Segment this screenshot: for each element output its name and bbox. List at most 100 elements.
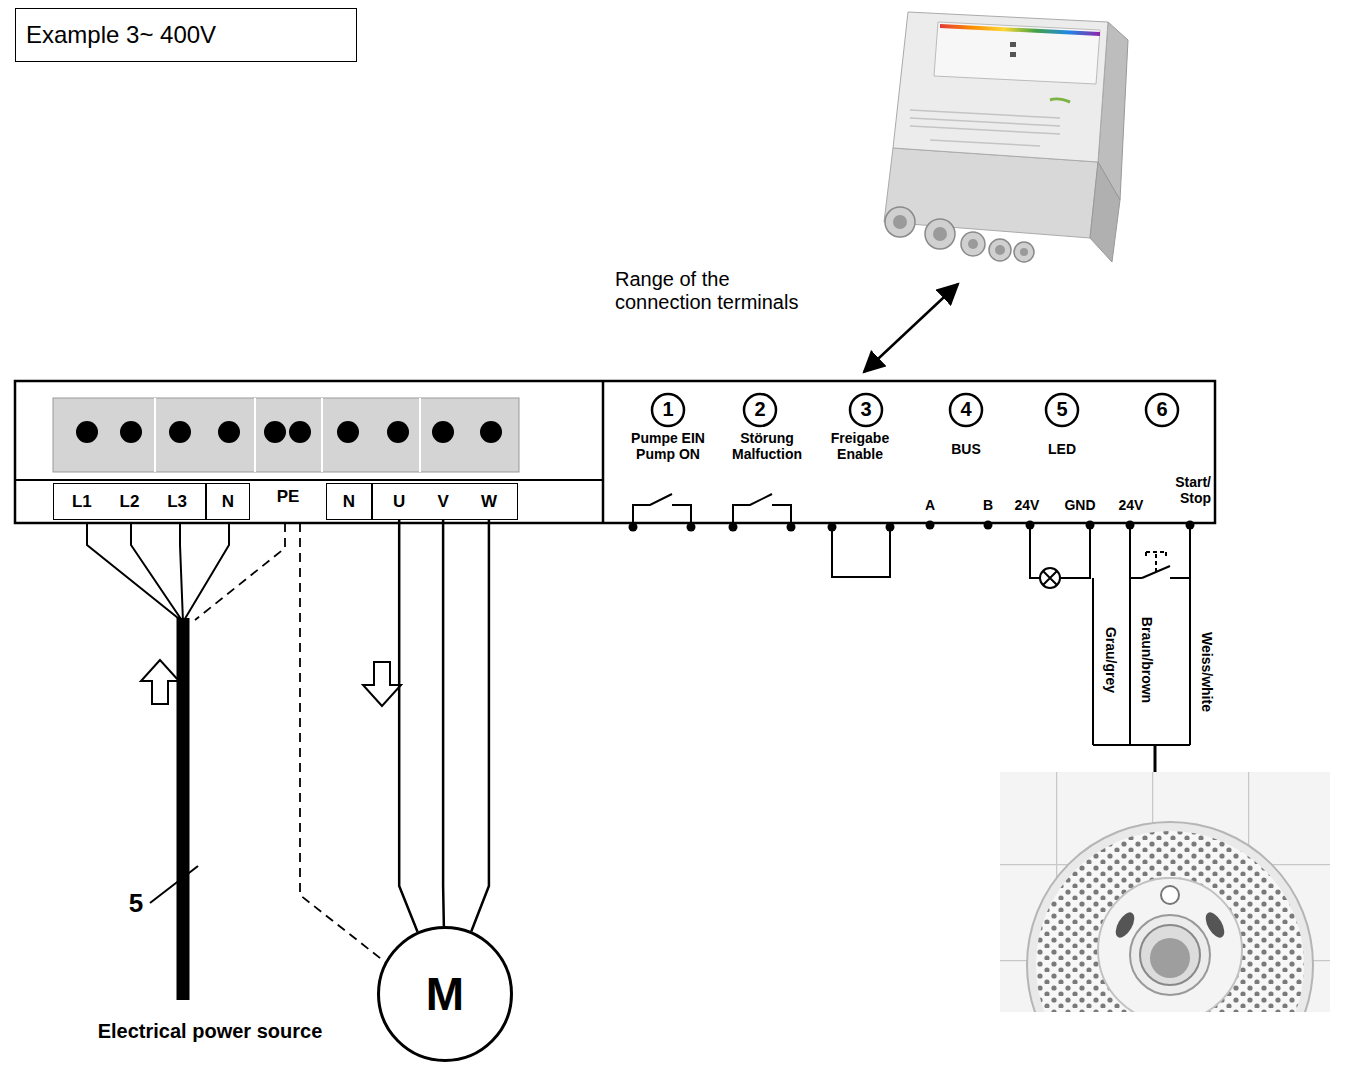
terminal-block	[76, 421, 98, 443]
pool-fitting	[1098, 878, 1242, 1012]
terminal-label-box: L1 L2 L3	[53, 483, 206, 520]
controller-device	[933, 227, 947, 241]
controller-device	[961, 232, 985, 256]
pool-fitting	[1036, 831, 1304, 1012]
range-arrow	[864, 284, 958, 372]
callout-circle	[744, 394, 776, 426]
controller-device	[1010, 42, 1016, 47]
terminal-dot	[984, 521, 993, 530]
controller-device	[893, 215, 907, 229]
terminal-block	[76, 421, 502, 443]
terminal-name: L1	[72, 492, 92, 512]
led-lamp	[1043, 571, 1057, 585]
terminal-dot	[787, 523, 796, 532]
motor-symbol: M	[377, 926, 513, 1062]
terminal-name: PE	[277, 487, 300, 507]
controller-device	[884, 12, 1128, 262]
controller-device	[1090, 162, 1120, 262]
supply-cable	[150, 866, 198, 903]
pool-fitting	[1140, 925, 1200, 985]
terminal-label-box: N	[326, 483, 372, 520]
controller-device	[934, 22, 1100, 84]
controller-device	[989, 239, 1011, 261]
terminal-block	[169, 421, 191, 443]
terminal-name: W	[481, 492, 497, 512]
pe-wire	[300, 523, 385, 962]
wire-color: Braun/brown	[1139, 617, 1155, 703]
flow-arrow	[363, 662, 401, 706]
caption-text: Electrical power source	[98, 1020, 323, 1043]
controller-device	[893, 215, 1028, 256]
callout-number: 6	[1156, 398, 1167, 421]
terminal-name: N	[343, 492, 355, 512]
terminal-caption: BUS	[951, 441, 981, 457]
terminal-dot	[926, 521, 935, 530]
terminal-label-box: UVW	[372, 483, 518, 520]
contact-symbol	[633, 494, 890, 577]
pin-name: 24V	[1015, 497, 1040, 513]
contact-symbol	[733, 494, 791, 527]
terminal-block	[289, 421, 311, 443]
controller-device	[1020, 248, 1028, 256]
terminal-caption: Störung Malfuction	[724, 430, 810, 462]
wire-color: Weiss/white	[1199, 632, 1215, 712]
pushbutton-symbol	[1130, 525, 1190, 578]
terminal-dot	[729, 523, 738, 532]
terminal-block	[15, 381, 1215, 523]
led-lamp	[1040, 568, 1060, 588]
pool-fitting	[1150, 938, 1190, 978]
pool-fitting	[1000, 772, 1330, 1012]
controller-device	[995, 245, 1005, 255]
pin-name: B	[983, 497, 993, 513]
callout-number: 1	[662, 398, 673, 421]
controller-device	[1050, 99, 1070, 102]
terminal-name: L2	[120, 492, 140, 512]
callout-circle	[652, 394, 1178, 426]
controller-device	[885, 207, 915, 237]
callout-number: 4	[960, 398, 971, 421]
terminal-caption: Pumpe EIN Pump ON	[627, 430, 709, 462]
terminal-block	[53, 398, 519, 472]
sensor-cable	[1093, 525, 1190, 745]
supply-cable	[87, 523, 285, 1000]
pool-fitting	[1027, 822, 1313, 1012]
terminal-dot	[687, 523, 696, 532]
wire-color: Grau/grey	[1103, 627, 1119, 693]
controller-device	[893, 12, 1108, 162]
motor-letter: M	[426, 967, 464, 1021]
controller-device	[925, 219, 955, 249]
terminal-name: U	[393, 492, 405, 512]
callout-number: 2	[754, 398, 765, 421]
pin-name: 24V	[1119, 497, 1144, 513]
controller-device	[940, 24, 1100, 36]
pushbutton-symbol	[1146, 552, 1166, 572]
terminal-name: N	[222, 492, 234, 512]
pin-name: GND	[1064, 497, 1095, 513]
terminal-block	[480, 421, 502, 443]
callout-circle	[950, 394, 982, 426]
diagram-title: Example 3~ 400V	[26, 21, 216, 49]
supply-cable	[195, 523, 285, 620]
supply-cable	[177, 618, 190, 1000]
led-lamp	[1030, 525, 1090, 588]
terminal-name: L3	[167, 492, 187, 512]
terminal-block	[155, 398, 420, 472]
terminal-block	[120, 421, 142, 443]
terminal-dot	[629, 521, 1195, 532]
controller-device	[884, 148, 1098, 238]
contact-symbol	[832, 527, 890, 577]
callout-number: 5	[1056, 398, 1067, 421]
controller-device	[910, 110, 1060, 146]
terminal-block	[432, 421, 454, 443]
terminal-dot	[886, 523, 895, 532]
pin-name: A	[925, 497, 935, 513]
controller-device	[885, 207, 1034, 262]
contact-symbol	[633, 494, 691, 527]
callout-number: 5	[129, 889, 143, 919]
motor-wire	[471, 520, 489, 931]
terminal-block	[15, 381, 1215, 523]
supply-cable	[87, 523, 229, 622]
motor-wire	[399, 520, 417, 932]
